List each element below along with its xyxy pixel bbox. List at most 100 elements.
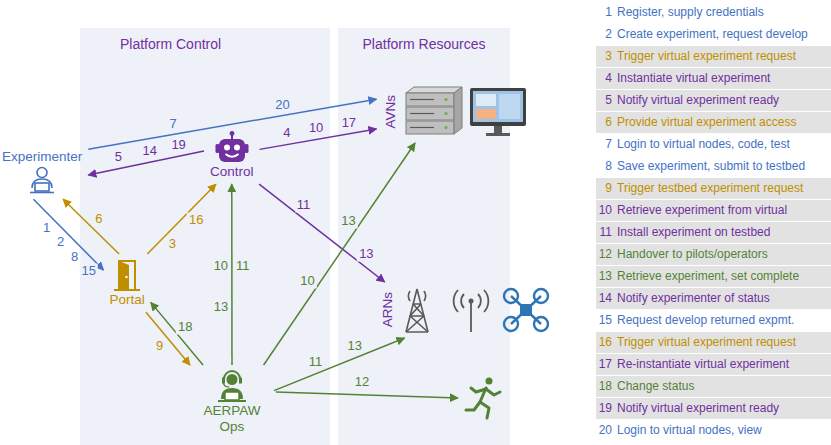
person-icon: [27, 165, 57, 195]
robot-icon: [214, 130, 250, 164]
callout-number: 18: [176, 319, 194, 334]
node-label: Control: [210, 164, 254, 180]
ops-icon: [215, 369, 249, 403]
arn-icon: [401, 286, 561, 334]
step-shading: [596, 354, 831, 375]
runner-icon: [466, 378, 500, 419]
step-text: Trigger testbed experiment request: [617, 178, 803, 199]
step-number: 18: [594, 376, 612, 397]
step-number: 14: [594, 288, 612, 309]
flow-arrow: [63, 199, 119, 254]
avn-icon: [404, 85, 528, 139]
step-number: 13: [594, 266, 612, 287]
step-shading: [596, 46, 831, 419]
step-text: Request develop returned expmt.: [617, 310, 794, 331]
callout-number: 9: [154, 338, 165, 353]
actor-node: AERPAW Ops: [194, 369, 270, 435]
robot-icon: [214, 130, 250, 164]
step-shading: [596, 112, 831, 133]
step-shading: [596, 46, 831, 67]
callout-number: 20: [273, 98, 291, 113]
step-text: Register, supply credentials: [617, 2, 764, 23]
actor-node: Portal: [108, 258, 147, 308]
callout-number: 4: [281, 126, 292, 141]
step-number: 20: [594, 420, 612, 441]
flow-arrow: [151, 302, 203, 365]
node-label: Experimenter: [2, 149, 82, 165]
callout-number: 13: [346, 339, 364, 354]
callout-number: 17: [340, 115, 358, 130]
callout-number: 13: [339, 214, 357, 229]
callout-number: 3: [167, 237, 178, 252]
step-number: 1: [594, 2, 612, 23]
flow-arrow: [231, 184, 233, 365]
step-text: Instantiate virtual experiment: [617, 68, 770, 89]
handover-connector: [276, 392, 458, 398]
step-text: Install experiment on testbed: [617, 222, 770, 243]
flow-arrow: [33, 199, 103, 270]
callout-number: 5: [113, 150, 124, 165]
step-number: 4: [594, 68, 612, 89]
callout-number: 15: [79, 263, 97, 278]
flow-arrow: [147, 184, 216, 254]
actor-node: ARNs: [378, 286, 563, 334]
step-number: 10: [594, 200, 612, 221]
callout-number: 11: [307, 355, 325, 370]
step-text: Login to virtual nodes, view: [617, 420, 762, 441]
step-number: 9: [594, 178, 612, 199]
step-number: 6: [594, 112, 612, 133]
avn-icon: [404, 85, 528, 139]
step-shading: [596, 200, 831, 221]
actor-node: Experimenter: [0, 149, 84, 195]
node-label: Portal: [110, 292, 145, 308]
step-shading: [596, 68, 831, 89]
step-shading: [596, 266, 831, 287]
step-text: Notify virtual experiment ready: [617, 398, 779, 419]
callout-number: 13: [212, 300, 230, 315]
step-text: Trigger virtual experiment request: [617, 332, 796, 353]
step-text: Change status: [617, 376, 694, 397]
callout-number: 6: [93, 211, 104, 226]
step-shading: [596, 332, 831, 353]
step-number: 15: [594, 310, 612, 331]
step-text: Retrieve experiment, set complete: [617, 266, 799, 287]
callout-number: 19: [169, 137, 187, 152]
person-icon: [27, 165, 57, 195]
callout-number: 10: [298, 274, 316, 289]
arn-icon: [401, 286, 561, 334]
step-number: 19: [594, 398, 612, 419]
callout-number: 2: [55, 235, 66, 250]
region-band: Platform ControlPortal ControlAERPAW Ops: [80, 28, 330, 445]
flow-arrow: [259, 184, 385, 282]
step-number: 2: [594, 24, 612, 45]
node-label: AERPAW Ops: [196, 403, 268, 435]
step-text: Notify virtual experiment ready: [617, 90, 779, 111]
step-text: Login to virtual nodes, code, test: [617, 134, 790, 155]
step-text: Trigger virtual experiment request: [617, 46, 796, 67]
step-shading: [596, 398, 831, 419]
step-number: 8: [594, 156, 612, 177]
flow-arrow: [264, 143, 415, 365]
callout-number: 10: [212, 258, 230, 273]
step-text: Re-instantiate virtual experiment: [617, 354, 789, 375]
actor-node: Control: [208, 130, 256, 180]
callout-number: 11: [295, 197, 313, 212]
step-number: 11: [594, 222, 612, 243]
step-text: Provide virtual experiment access: [617, 112, 796, 133]
step-text: Retrieve experiment from virtual: [617, 200, 787, 221]
door-icon: [111, 258, 143, 292]
node-label: ARNs: [380, 292, 396, 327]
callout-number: 14: [140, 144, 158, 159]
callout-number: 16: [187, 212, 205, 227]
flow-arrow: [274, 338, 405, 391]
step-number: 12: [594, 244, 612, 265]
step-text: Notify experimenter of status: [617, 288, 770, 309]
step-number: 16: [594, 332, 612, 353]
callout-number: 10: [307, 121, 325, 136]
step-shading: [596, 90, 831, 111]
step-shading: [596, 244, 831, 265]
callout-number: 7: [167, 117, 178, 132]
region-title: Platform Control: [120, 36, 221, 53]
